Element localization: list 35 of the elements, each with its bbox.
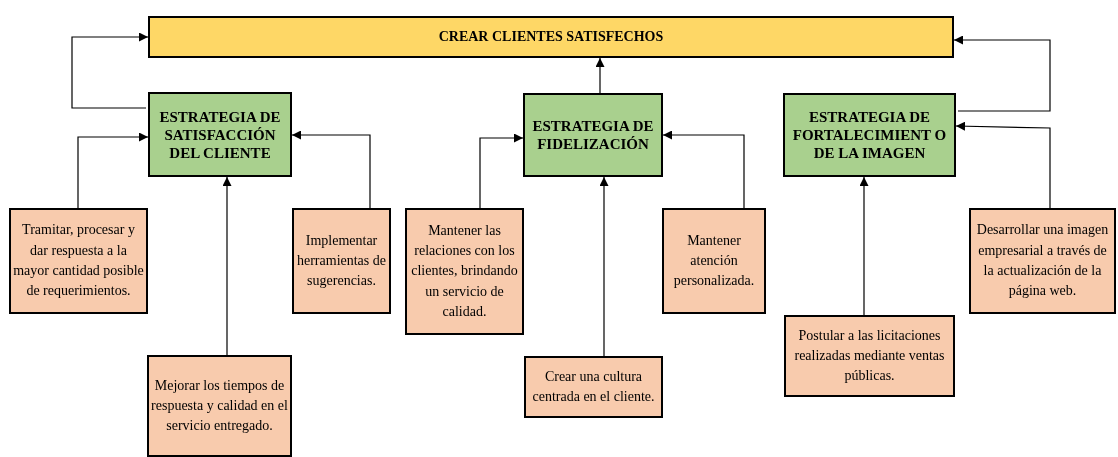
arrow [599,176,609,357]
goal-box [148,16,954,58]
arrow [479,133,524,209]
action-text: Implementar herramientas de sugerencias. [296,231,387,291]
action-text: Crear una cultura centrada en el cliente. [531,367,656,406]
arrow [71,32,149,109]
action-box [969,208,1116,314]
goal-text: CREAR CLIENTES SATISFECHOS [438,29,664,45]
arrow [77,132,149,209]
strategy-text: ESTRATEGIA DE FORTALECIMIENT O DE LA IMAGEN [791,108,948,162]
arrow [955,121,1051,209]
arrow [859,176,869,316]
action-text: Tramitar, procesar y dar respuesta a la mayor cantidad posible de requerimientos. [13,221,144,301]
action-text: Mejorar los tiempos de respuesta y calidad en el servicio entregado. [151,376,288,436]
strategy-box [148,92,292,177]
strategy-text: ESTRATEGIA DE SATISFACCIÓN DEL CLIENTE [158,107,282,162]
strategy-box [523,93,663,177]
strategy-text: ESTRATEGIA DE FIDELIZACIÓN [531,117,655,153]
action-box [784,315,955,397]
strategy-box [783,93,956,177]
action-box [524,356,663,418]
arrow [595,57,605,94]
action-text: Mantener las relaciones con los clientes, brindando un servicio de calidad. [410,221,519,321]
action-text: Desarrollar una imagen empresarial a través de la actualización de la página web. [975,221,1110,301]
arrow [291,130,371,209]
action-box [292,208,391,314]
action-box [662,208,766,314]
action-box [147,355,292,457]
arrow [662,130,745,209]
action-box [9,208,148,314]
arrow [222,176,232,356]
action-box [405,208,524,335]
action-text: Mantener atención personalizada. [672,231,756,291]
arrow [953,35,1051,112]
action-text: Postular a las licitaciones realizadas mediante ventas públicas. [793,326,946,386]
